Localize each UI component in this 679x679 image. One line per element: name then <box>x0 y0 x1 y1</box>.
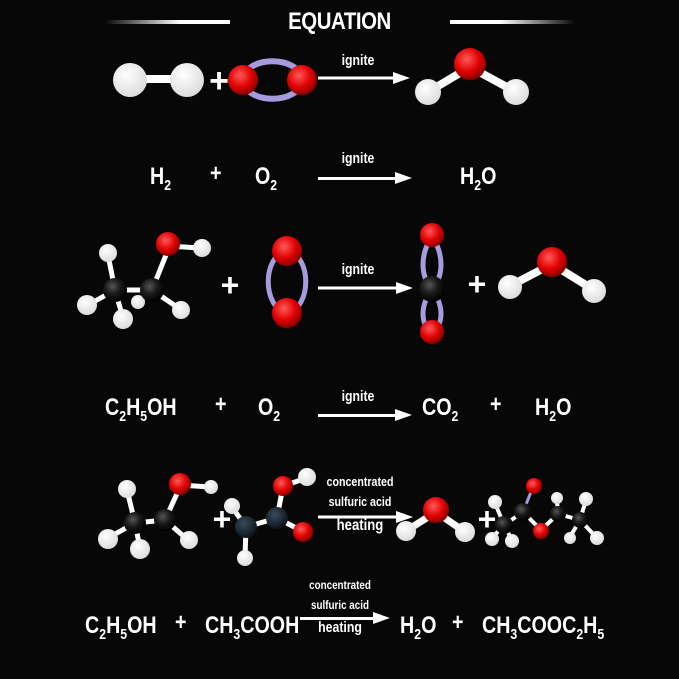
co2-molecule-model <box>419 223 445 344</box>
formula-ethanol: C2H5OH <box>105 394 177 425</box>
formula-h2o: H2O <box>460 163 497 194</box>
formula-h2o: H2O <box>535 394 572 425</box>
formula-h2: H2 <box>150 163 172 194</box>
formula-acetic-acid: CH3COOH <box>205 612 300 643</box>
svg-text:+: + <box>468 266 487 302</box>
plus-sign: + <box>175 609 187 636</box>
formula-o2: O2 <box>258 394 281 425</box>
arrow-head-icon <box>373 612 390 624</box>
reaction-1-condition: ignite <box>341 150 375 167</box>
h2o-molecule-model-2 <box>498 247 606 303</box>
ethanol-molecule-model <box>77 232 211 329</box>
reaction-3-model-condition-line-2: sulfuric acid <box>328 494 392 509</box>
o2-molecule-model <box>228 58 317 102</box>
acetic-acid-molecule-model <box>224 468 316 566</box>
formula-ethyl-acetate: CH3COOC2H5 <box>482 612 605 643</box>
reaction-3-condition-line-3: heating <box>318 619 362 636</box>
ethyl-acetate-molecule-model <box>485 478 604 548</box>
reaction-arrow <box>318 177 398 180</box>
formula-o2: O2 <box>255 163 278 194</box>
h2-molecule-model <box>113 63 204 97</box>
o2-molecule-model-vertical <box>265 236 309 328</box>
reaction-2-condition: ignite <box>341 388 375 405</box>
h2o-molecule-model-3 <box>396 497 475 542</box>
ethanol-molecule-model-2 <box>98 473 218 559</box>
arrow-head-icon <box>395 172 412 184</box>
reaction-arrow <box>300 617 375 620</box>
plus-sign: + <box>490 391 502 418</box>
reaction-3-condition-line-2: sulfuric acid <box>311 598 369 612</box>
plus-sign: + <box>452 609 464 636</box>
header-rule-left <box>105 20 230 24</box>
reaction-3-model-condition-line-1: concentrated <box>326 474 394 489</box>
reaction-3-condition-line-1: concentrated <box>309 578 371 592</box>
reaction-arrow <box>318 414 398 417</box>
formula-h2o: H2O <box>400 612 437 643</box>
h2o-molecule-model <box>415 48 529 105</box>
plus-sign: + <box>210 160 222 187</box>
reaction-2-model-condition: ignite <box>341 261 375 278</box>
header-rule-right <box>450 20 575 24</box>
page-title: EQUATION <box>288 8 391 35</box>
reaction-1-model-condition: ignite <box>341 52 375 69</box>
svg-text:+: + <box>221 267 240 303</box>
arrow-head-icon <box>395 409 412 421</box>
plus-sign: + <box>215 391 227 418</box>
formula-co2: CO2 <box>422 394 459 425</box>
svg-text:+: + <box>209 62 229 100</box>
reaction-3-model-condition-line-3: heating <box>336 517 384 534</box>
formula-ethanol: C2H5OH <box>85 612 157 643</box>
svg-text:+: + <box>478 501 497 537</box>
